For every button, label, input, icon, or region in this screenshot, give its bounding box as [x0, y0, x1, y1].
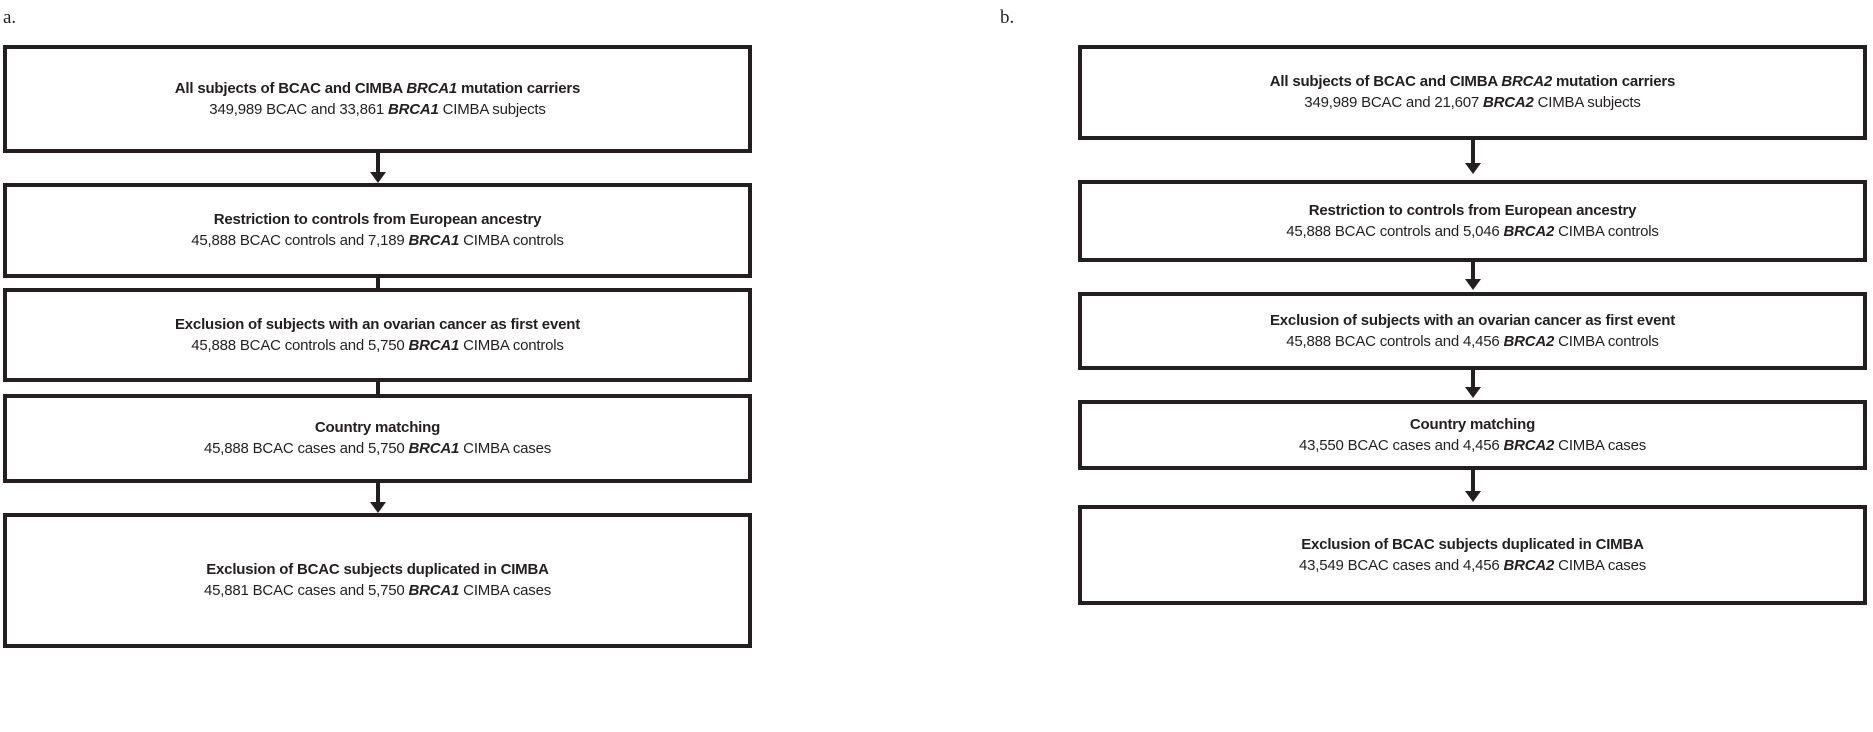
flow-arrow-down-icon [1464, 140, 1482, 174]
count-text-pre: 45,888 BCAC controls and 5,750 [191, 336, 409, 354]
flow-node-title: Restriction to controls from European an… [214, 210, 542, 230]
title-text-pre: Restriction to controls from European an… [213, 211, 542, 228]
gene-name: BRCA2 [1503, 436, 1555, 454]
arrow-shaft [1471, 262, 1475, 280]
arrow-shaft [376, 382, 380, 404]
flow-node-exclusion-duplicates: Exclusion of BCAC subjects duplicated in… [1078, 505, 1867, 605]
flow-arrow-down-icon [369, 483, 387, 513]
arrow-shaft [376, 153, 380, 173]
title-text-pre: Exclusion of BCAC subjects duplicated in… [1301, 535, 1644, 553]
gene-name: BRCA1 [408, 440, 460, 457]
arrow-head [1465, 387, 1481, 398]
count-text-pre: 45,888 BCAC controls and 4,456 [1286, 332, 1504, 350]
flow-node-counts: 43,550 BCAC cases and 4,456 BRCA2 CIMBA … [1299, 435, 1646, 456]
gene-name: BRCA1 [406, 79, 458, 97]
flow-node-title: Country matching [315, 418, 440, 438]
count-text-pre: 43,549 BCAC cases and 4,456 [1298, 556, 1504, 574]
panel-a-label: a. [3, 7, 17, 28]
flow-node-title: Restriction to controls from European an… [1309, 201, 1637, 221]
gene-name: BRCA1 [408, 336, 460, 354]
flow-node-country-matching: Country matching 45,888 BCAC cases and 5… [3, 394, 752, 483]
title-text-post: mutation carriers [1552, 73, 1676, 90]
count-text-post: CIMBA cases [459, 440, 552, 457]
count-text-pre: 43,550 BCAC cases and 4,456 [1298, 436, 1504, 454]
flow-arrow-down-icon [1464, 470, 1482, 502]
flow-arrow-down-icon [1464, 370, 1482, 398]
flow-node-title: Country matching [1410, 415, 1535, 435]
flow-node-restriction-european-ancestry: Restriction to controls from European an… [1078, 180, 1867, 262]
arrow-shaft [1471, 140, 1475, 164]
title-text-pre: Country matching [1409, 415, 1536, 433]
arrow-shaft [1471, 470, 1475, 492]
title-text-pre: Exclusion of subjects with an ovarian ca… [174, 315, 580, 333]
arrow-head [370, 502, 386, 513]
flow-node-title: Exclusion of BCAC subjects duplicated in… [206, 560, 549, 580]
title-text-pre: Country matching [314, 419, 441, 436]
flow-node-country-matching: Country matching 43,550 BCAC cases and 4… [1078, 400, 1867, 470]
count-text-post: CIMBA cases [1554, 556, 1647, 574]
title-text-pre: All subjects of BCAC and CIMBA [174, 79, 407, 97]
title-text-pre: Exclusion of BCAC subjects duplicated in… [206, 561, 549, 578]
count-text-post: CIMBA cases [1554, 436, 1647, 454]
flow-node-title: Exclusion of subjects with an ovarian ca… [1270, 311, 1675, 331]
gene-name: BRCA1 [408, 232, 460, 249]
count-text-post: CIMBA subjects [1533, 94, 1641, 111]
flow-arrow-down-icon [369, 153, 387, 183]
flow-arrow-down-icon [1464, 262, 1482, 290]
count-text-post: CIMBA controls [1554, 332, 1659, 350]
arrow-shaft [376, 483, 380, 503]
panel-a-flow: All subjects of BCAC and CIMBA BRCA1 mut… [0, 0, 900, 732]
count-text-post: CIMBA controls [459, 232, 564, 249]
panel-a: a. All subjects of BCAC and CIMBA BRCA1 … [0, 0, 900, 732]
arrow-head [1465, 279, 1481, 290]
gene-name: BRCA2 [1482, 94, 1534, 111]
gene-name: BRCA2 [1503, 556, 1555, 574]
gene-name: BRCA2 [1501, 73, 1553, 90]
gene-name: BRCA1 [408, 582, 460, 599]
flow-node-counts: 45,888 BCAC controls and 5,046 BRCA2 CIM… [1286, 221, 1659, 242]
flow-node-restriction-european-ancestry: Restriction to controls from European an… [3, 183, 752, 278]
flow-node-exclusion-ovarian-cancer: Exclusion of subjects with an ovarian ca… [3, 288, 752, 382]
count-text-post: CIMBA controls [459, 336, 564, 354]
flow-node-exclusion-duplicates: Exclusion of BCAC subjects duplicated in… [3, 513, 752, 648]
flow-node-all-subjects: All subjects of BCAC and CIMBA BRCA2 mut… [1078, 45, 1867, 140]
title-text-pre: All subjects of BCAC and CIMBA [1269, 73, 1502, 90]
flow-node-counts: 45,888 BCAC controls and 4,456 BRCA2 CIM… [1286, 331, 1659, 352]
flow-node-counts: 45,881 BCAC cases and 5,750 BRCA1 CIMBA … [204, 580, 551, 601]
title-text-post: mutation carriers [457, 79, 581, 97]
arrow-head [1465, 491, 1481, 502]
panel-b: b. All subjects of BCAC and CIMBA BRCA2 … [1000, 0, 1873, 732]
title-text-pre: Restriction to controls from European an… [1308, 201, 1637, 219]
gene-name: BRCA2 [1503, 222, 1555, 240]
arrow-shaft [1471, 370, 1475, 388]
panel-b-label: b. [1000, 7, 1015, 28]
flow-node-all-subjects: All subjects of BCAC and CIMBA BRCA1 mut… [3, 45, 752, 153]
count-text-post: CIMBA controls [1554, 222, 1659, 240]
count-text-pre: 45,881 BCAC cases and 5,750 [203, 582, 409, 599]
panel-b-flow: All subjects of BCAC and CIMBA BRCA2 mut… [1000, 0, 1873, 732]
flow-node-title: Exclusion of subjects with an ovarian ca… [175, 315, 580, 335]
count-text-pre: 45,888 BCAC cases and 5,750 [203, 440, 409, 457]
flow-node-counts: 45,888 BCAC cases and 5,750 BRCA1 CIMBA … [204, 438, 551, 459]
arrow-head [370, 172, 386, 183]
count-text-pre: 349,989 BCAC and 21,607 [1304, 94, 1483, 111]
flow-node-title: All subjects of BCAC and CIMBA BRCA2 mut… [1269, 72, 1676, 92]
arrow-head [1465, 163, 1481, 174]
count-text-pre: 45,888 BCAC controls and 7,189 [191, 232, 409, 249]
flow-node-title: Exclusion of BCAC subjects duplicated in… [1301, 535, 1644, 555]
flow-node-counts: 349,989 BCAC and 33,861 BRCA1 CIMBA subj… [209, 99, 546, 120]
count-text-pre: 45,888 BCAC controls and 5,046 [1286, 222, 1504, 240]
count-text-pre: 349,989 BCAC and 33,861 [209, 100, 388, 118]
title-text-pre: Exclusion of subjects with an ovarian ca… [1269, 311, 1675, 329]
gene-name: BRCA2 [1503, 332, 1555, 350]
flow-node-counts: 45,888 BCAC controls and 7,189 BRCA1 CIM… [191, 230, 564, 251]
count-text-post: CIMBA subjects [438, 100, 546, 118]
flow-node-counts: 43,549 BCAC cases and 4,456 BRCA2 CIMBA … [1299, 555, 1646, 576]
flow-node-counts: 349,989 BCAC and 21,607 BRCA2 CIMBA subj… [1304, 92, 1641, 113]
flow-node-title: All subjects of BCAC and CIMBA BRCA1 mut… [174, 79, 581, 99]
gene-name: BRCA1 [387, 100, 439, 118]
flow-node-counts: 45,888 BCAC controls and 5,750 BRCA1 CIM… [191, 335, 564, 356]
count-text-post: CIMBA cases [459, 582, 552, 599]
flow-node-exclusion-ovarian-cancer: Exclusion of subjects with an ovarian ca… [1078, 292, 1867, 370]
